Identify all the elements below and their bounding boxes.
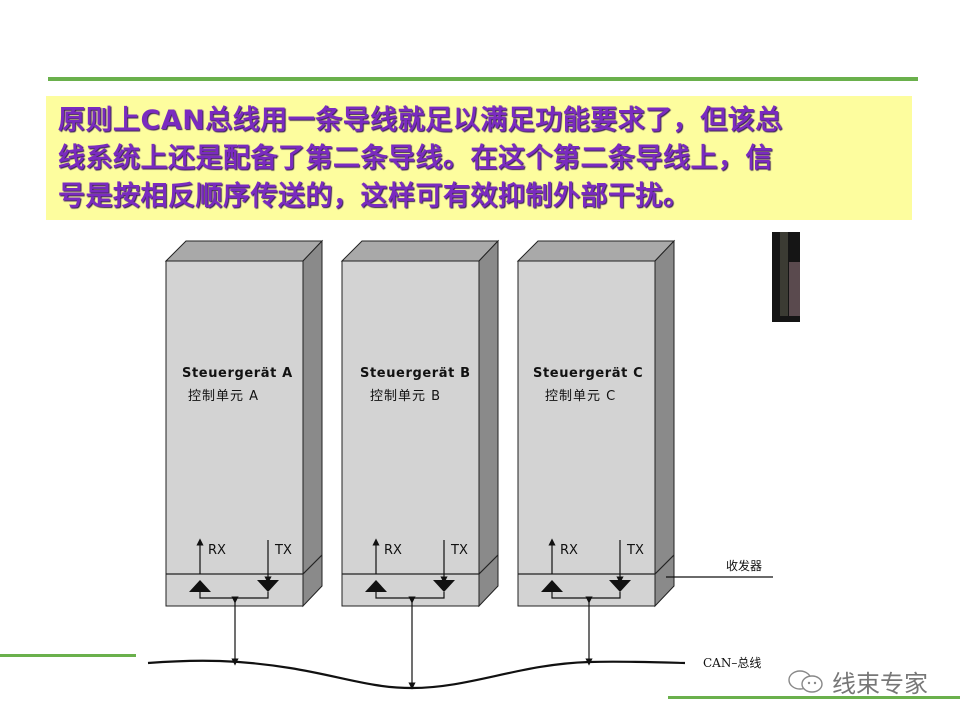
bottom-left-divider [0,654,136,657]
ecu-c-title: Steuergerät C [533,366,644,381]
can-bus-label: CAN–总线 [703,656,762,670]
ecu-a-rx-label: RX [208,543,226,558]
ecu-b-rx-label: RX [384,543,402,558]
watermark: 线束专家 [786,664,928,699]
ecu-box-c [516,239,676,608]
ecu-c-subtitle: 控制单元 C [545,389,617,404]
ecu-a-title: Steuergerät A [182,366,293,381]
ecu-box-a [164,239,324,608]
ecu-b-title: Steuergerät B [360,366,471,381]
explanation-callout: 原则上CAN总线用一条导线就足以满足功能要求了，但该总 线系统上还是配备了第二条… [46,96,912,220]
ecu-c-rx-label: RX [560,543,578,558]
watermark-text: 线束专家 [832,670,928,698]
callout-line-2: 线系统上还是配备了第二条导线。在这个第二条导线上，信 [58,143,773,174]
ecu-a-tx-label: TX [275,543,292,558]
wechat-icon [788,669,823,693]
ecu-c-tx-label: TX [627,543,644,558]
ecu-b-tx-label: TX [451,543,468,558]
can-bus-line [147,659,686,690]
callout-line-3: 号是按相反顺序传送的，这样可有效抑制外部干扰。 [58,181,691,212]
thumbnail-image [772,232,800,322]
ecu-box-b [340,239,500,608]
ecu-a-subtitle: 控制单元 A [188,389,260,404]
bottom-right-divider [668,696,960,699]
top-divider [48,77,918,81]
transceiver-label: 收发器 [726,559,763,573]
callout-line-1: 原则上CAN总线用一条导线就足以满足功能要求了，但该总 [58,105,783,136]
ecu-b-subtitle: 控制单元 B [370,389,442,404]
